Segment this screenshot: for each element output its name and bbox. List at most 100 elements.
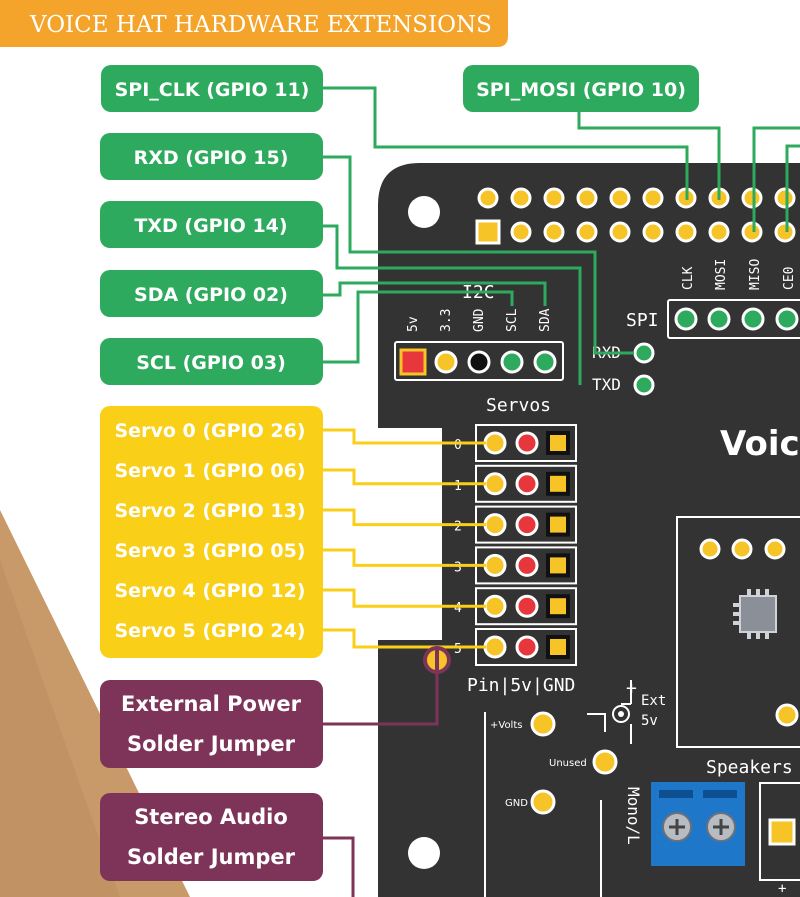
servo-gnd-pad-5 — [548, 637, 568, 657]
mic-pad-2 — [733, 540, 751, 558]
servo-label-block: Servo 0 (GPIO 26) Servo 1 (GPIO 06) Serv… — [100, 406, 323, 658]
servo-footer: Pin|5v|GND — [467, 675, 575, 696]
label-rxd-text: RXD (GPIO 15) — [134, 147, 289, 169]
mount-hole-top — [408, 196, 440, 228]
mono-label: Mono/L — [624, 787, 643, 845]
servo-number-1: 1 — [454, 479, 462, 494]
spi-pin-miso: MISO — [748, 259, 763, 290]
label-scl-text: SCL (GPIO 03) — [136, 352, 286, 374]
gpio-pad-top-0 — [479, 189, 497, 207]
chip-icon — [733, 589, 776, 639]
label-txd-text: TXD (GPIO 14) — [134, 215, 287, 237]
speakers-label: Speakers — [706, 757, 793, 778]
servo-number-4: 4 — [454, 601, 462, 616]
ext-power-jumper-gap — [435, 650, 439, 670]
speaker-pad — [770, 820, 794, 844]
label-rxd: RXD (GPIO 15) — [100, 133, 323, 180]
i2c-pad-sda — [535, 352, 555, 372]
gpio-pad-bottom-2 — [545, 223, 563, 241]
servo-label-3: Servo 3 (GPIO 05) — [115, 540, 306, 562]
speaker-terminal-block — [651, 782, 745, 866]
line-stereo-audio — [322, 838, 353, 897]
servo-pin-pad-0 — [485, 433, 505, 453]
gnd-pad — [532, 791, 554, 813]
servo-5v-pad-0 — [517, 433, 537, 453]
i2c-pin-5v: 5v — [406, 316, 421, 332]
servo-number-5: 5 — [454, 642, 462, 657]
label-spi-clk: SPI_CLK (GPIO 11) — [101, 65, 323, 112]
servo-5v-pad-1 — [517, 474, 537, 494]
unused-label: Unused — [549, 758, 587, 769]
servo-number-0: 0 — [454, 438, 462, 453]
gpio-pad-bottom-9 — [776, 223, 794, 241]
i2c-pad-gnd — [469, 352, 489, 372]
i2c-pad-5v — [401, 350, 425, 374]
servo-pin-pad-5 — [485, 637, 505, 657]
gpio-pad-bottom-6 — [677, 223, 695, 241]
spi-pad-3 — [777, 309, 797, 329]
volts-label: +Volts — [490, 720, 522, 731]
label-spi-mosi-text: SPI_MOSI (GPIO 10) — [476, 79, 686, 101]
servo-label-5: Servo 5 (GPIO 24) — [115, 620, 306, 642]
label-ext-power: External Power Solder Jumper — [100, 680, 323, 768]
spi-pad-1 — [709, 309, 729, 329]
gpio-pad-bottom-5 — [644, 223, 662, 241]
servo-gnd-pad-1 — [548, 474, 568, 494]
servo-gnd-pad-2 — [548, 515, 568, 535]
servo-gnd-pad-4 — [548, 596, 568, 616]
brand-text: Voice — [720, 424, 800, 464]
servo-label-0: Servo 0 (GPIO 26) — [115, 420, 306, 442]
gnd-label: GND — [505, 798, 528, 809]
speaker-plus: + — [778, 881, 786, 897]
label-sda: SDA (GPIO 02) — [100, 270, 323, 317]
gpio-pad-bottom-3 — [578, 223, 596, 241]
label-stereo-audio-line1: Stereo Audio — [134, 805, 288, 829]
servo-number-3: 3 — [454, 560, 462, 575]
label-scl: SCL (GPIO 03) — [100, 338, 323, 385]
label-stereo-audio-line2: Solder Jumper — [127, 845, 296, 869]
label-ext-power-line1: External Power — [121, 692, 302, 716]
gpio-pad-bottom-8 — [743, 223, 761, 241]
spi-pin-clk: CLK — [681, 266, 696, 290]
txd-board-label: TXD — [592, 375, 621, 394]
txd-pad — [635, 376, 653, 394]
i2c-pin-gnd: GND — [472, 308, 487, 332]
label-sda-text: SDA (GPIO 02) — [134, 284, 288, 306]
i2c-pin-sda: SDA — [538, 308, 553, 332]
unused-pad — [594, 751, 616, 773]
servo-label-2: Servo 2 (GPIO 13) — [115, 500, 306, 522]
gpio-pad-bottom-1 — [512, 223, 530, 241]
label-spi-clk-text: SPI_CLK (GPIO 11) — [115, 79, 310, 101]
gpio-pad-top-1 — [512, 189, 530, 207]
mic-pad-4 — [777, 705, 797, 725]
servo-label-4: Servo 4 (GPIO 12) — [115, 580, 306, 602]
spi-label: SPI — [626, 310, 659, 331]
servo-label-1: Servo 1 (GPIO 06) — [115, 460, 306, 482]
servo-pin-pad-4 — [485, 596, 505, 616]
servo-5v-pad-5 — [517, 637, 537, 657]
gpio-pad-bottom-7 — [710, 223, 728, 241]
servo-pin-pad-1 — [485, 474, 505, 494]
gpio-pad-top-2 — [545, 189, 563, 207]
i2c-pin-scl: SCL — [505, 308, 520, 332]
gpio-pad-top-9 — [776, 189, 794, 207]
i2c-pad-scl — [502, 352, 522, 372]
i2c-pin-33: 3.3 — [439, 309, 454, 332]
volts-pad — [532, 713, 554, 735]
gpio-pad-top-5 — [644, 189, 662, 207]
header-title: VOICE HAT HARDWARE EXTENSIONS — [29, 12, 492, 38]
gpio-pad-bottom-0 — [477, 221, 499, 243]
gpio-pad-top-8 — [743, 189, 761, 207]
gpio-pad-top-3 — [578, 189, 596, 207]
label-stereo-audio: Stereo Audio Solder Jumper — [100, 793, 323, 881]
mic-pad-1 — [701, 540, 719, 558]
ext-5v-label: 5v — [641, 713, 658, 729]
rxd-pad — [635, 344, 653, 362]
header-banner: VOICE HAT HARDWARE EXTENSIONS — [0, 0, 508, 47]
label-txd: TXD (GPIO 14) — [100, 201, 323, 248]
spi-pin-mosi: MOSI — [714, 259, 729, 290]
servo-pin-pad-3 — [485, 555, 505, 575]
spi-pad-0 — [676, 309, 696, 329]
servo-gnd-pad-3 — [548, 555, 568, 575]
